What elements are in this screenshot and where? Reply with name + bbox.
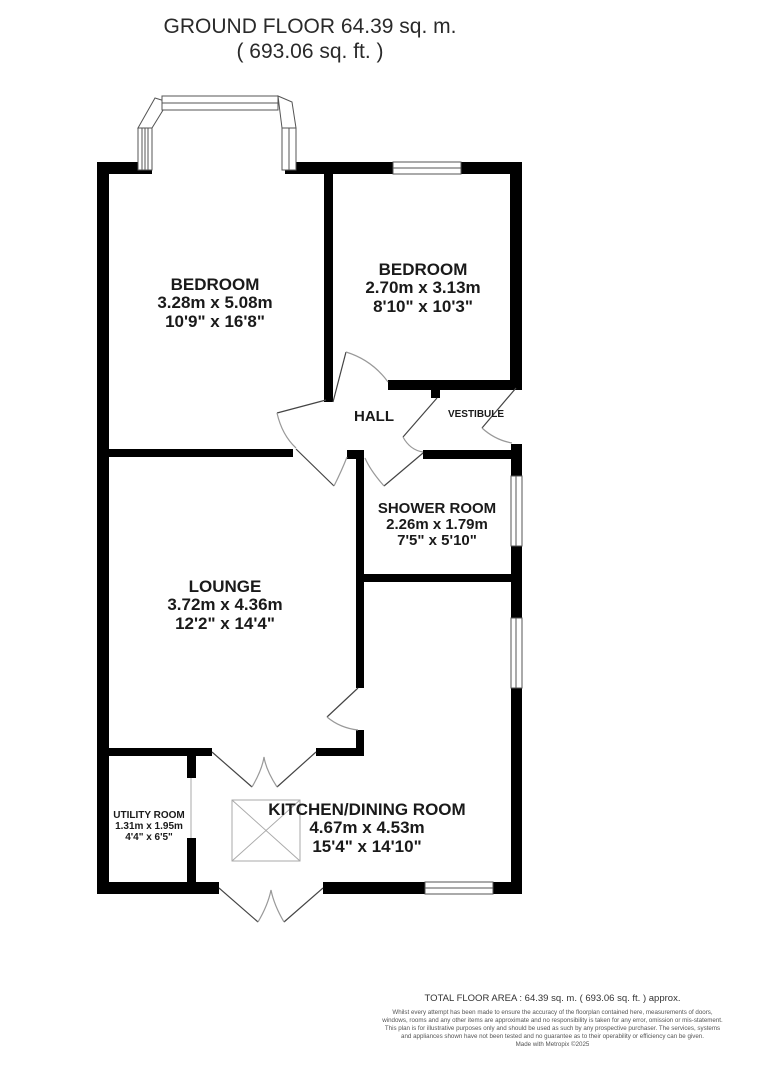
windows — [190, 161, 523, 895]
total-floor-area: TOTAL FLOOR AREA : 64.39 sq. m. ( 693.06… — [424, 993, 681, 1004]
room-label-vestibule: VESTIBULE — [447, 409, 505, 420]
room-label-lounge: LOUNGE 3.72m x 4.36m 12'2" x 14'4" — [167, 577, 283, 633]
skylight — [231, 799, 301, 862]
room-label-bedroom-1: BEDROOM 3.28m x 5.08m 10'9" x 16'8" — [157, 275, 273, 331]
doors — [211, 351, 517, 923]
room-label-hall: HALL — [354, 408, 394, 425]
room-label-utility-room: UTILITY ROOM 1.31m x 1.95m 4'4" x 6'5" — [113, 810, 185, 843]
room-label-bedroom-2: BEDROOM 2.70m x 3.13m 8'10" x 10'3" — [365, 260, 481, 316]
floor-header: GROUND FLOOR 64.39 sq. m. ( 693.06 sq. f… — [0, 14, 620, 64]
disclaimer: Whilst every attempt has been made to en… — [382, 1009, 723, 1040]
floor-title: GROUND FLOOR 64.39 sq. m. — [163, 15, 457, 38]
room-label-shower-room: SHOWER ROOM 2.26m x 1.79m 7'5" x 5'10" — [377, 500, 497, 550]
bay-window — [137, 95, 297, 171]
floor-area-sqft: ( 693.06 sq. ft. ) — [236, 40, 384, 63]
room-label-kitchen-dining: KITCHEN/DINING ROOM 4.67m x 4.53m 15'4" … — [268, 800, 466, 856]
footer: TOTAL FLOOR AREA : 64.39 sq. m. ( 693.06… — [380, 993, 725, 1048]
made-with-credit: Made with Metropix ©2025 — [515, 1041, 590, 1048]
